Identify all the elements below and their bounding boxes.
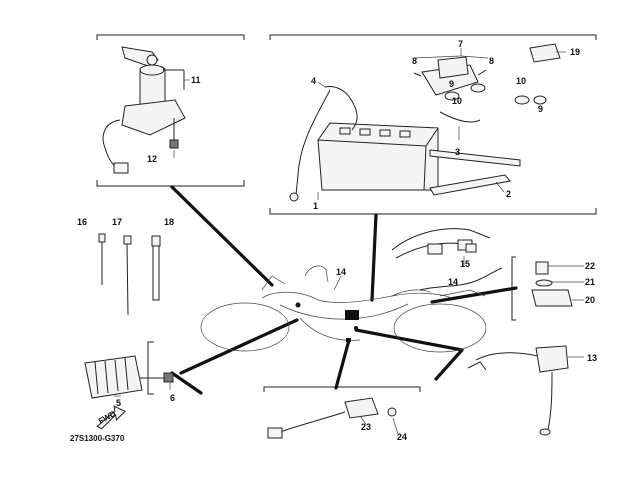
callout-8b: 8	[489, 56, 494, 66]
callout-6: 6	[170, 393, 175, 403]
connector-assembly	[391, 228, 503, 291]
callout-20: 20	[585, 295, 595, 305]
callout-18: 18	[164, 217, 174, 227]
switch-assembly	[267, 397, 397, 439]
callout-5: 5	[116, 398, 121, 408]
callout-14a: 14	[336, 267, 346, 277]
callout-16: 16	[77, 217, 87, 227]
relay-assembly	[531, 261, 573, 307]
callout-8a: 8	[412, 56, 417, 66]
battery-assembly	[289, 43, 561, 202]
callout-12: 12	[147, 154, 157, 164]
callout-23: 23	[361, 422, 371, 432]
callout-11: 11	[191, 75, 201, 85]
callout-19: 19	[570, 47, 580, 57]
callout-leaders	[114, 48, 584, 435]
callout-10a: 10	[452, 96, 462, 106]
sensor-assembly	[467, 345, 569, 436]
motorcycle-outline	[200, 265, 487, 353]
cable-ties	[98, 233, 161, 316]
callout-22: 22	[585, 261, 595, 271]
callout-4: 4	[311, 76, 316, 86]
fwd-arrow-icon: FWD	[96, 405, 126, 430]
callout-21: 21	[585, 277, 595, 287]
main-switch-assembly	[102, 46, 186, 174]
callout-3: 3	[455, 147, 460, 157]
callout-numbers: 1 2 3 4 5 6 7 8 8 9 9 10 10 11 12 13 14 …	[77, 39, 597, 442]
callout-24: 24	[397, 432, 407, 442]
callout-13: 13	[587, 353, 597, 363]
leader-lines	[170, 185, 518, 395]
callout-17: 17	[112, 217, 122, 227]
drawing-code: 27S1300-G370	[70, 434, 125, 443]
callout-2: 2	[506, 189, 511, 199]
rectifier-assembly	[84, 355, 174, 399]
callout-14b: 14	[448, 277, 458, 287]
callout-9a: 9	[449, 79, 454, 89]
callout-9b: 9	[538, 104, 543, 114]
callout-15: 15	[460, 259, 470, 269]
callout-7: 7	[458, 39, 463, 49]
callout-1: 1	[313, 201, 318, 211]
callout-10b: 10	[516, 76, 526, 86]
